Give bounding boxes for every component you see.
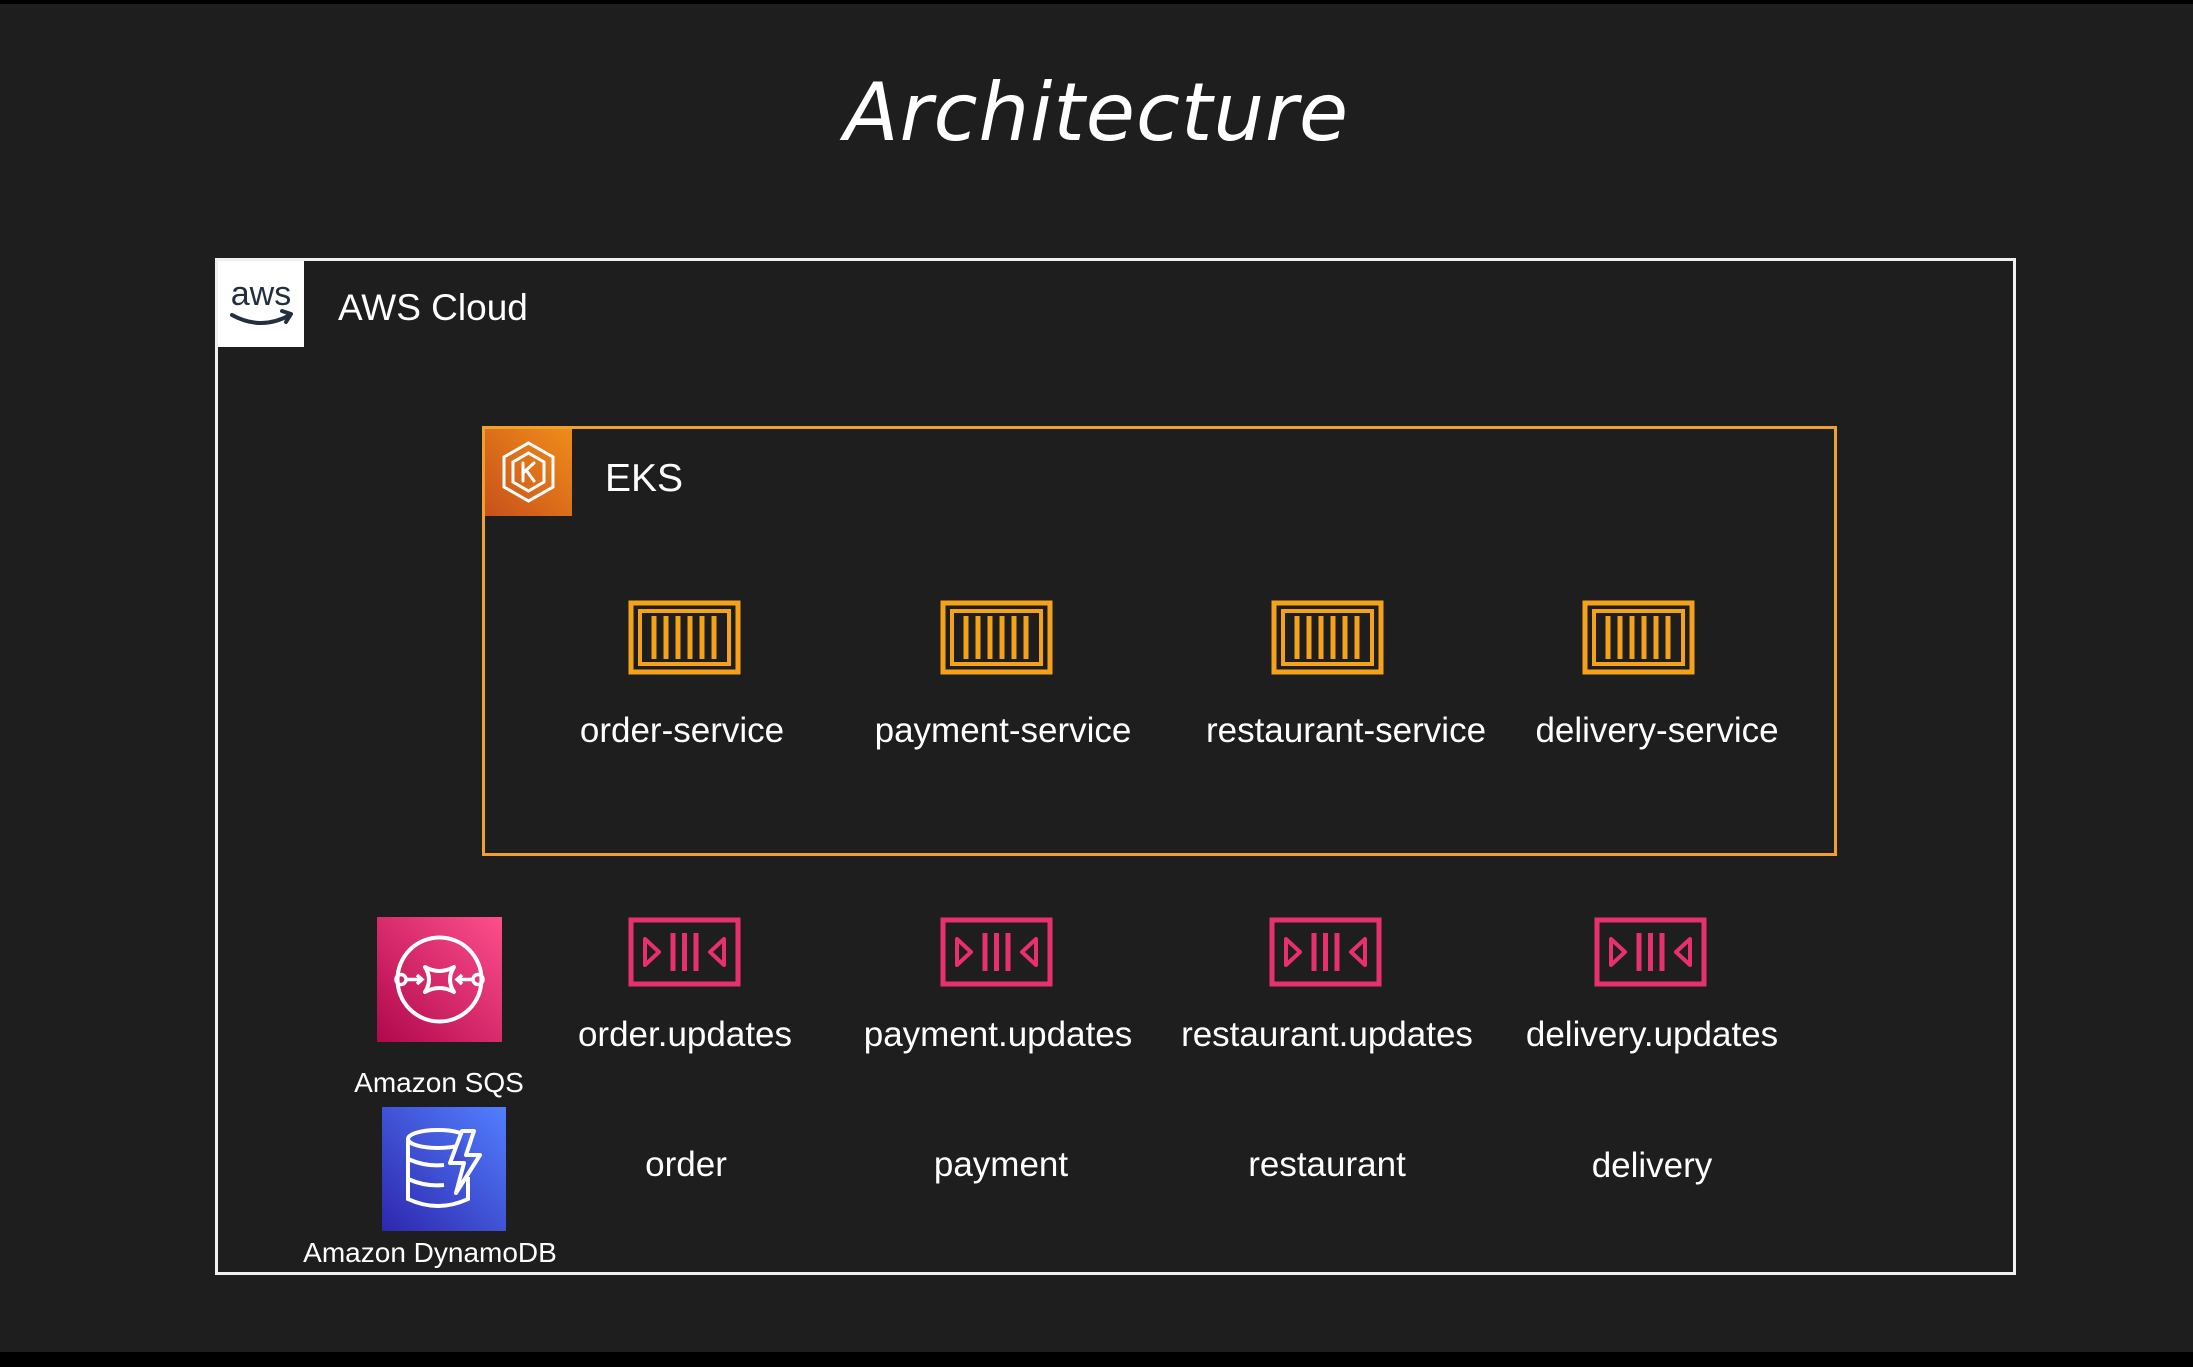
slide: Architecture aws AWS Cloud EKS — [0, 4, 2193, 1352]
amazon-dynamodb-icon — [382, 1107, 506, 1236]
order-service-container-icon — [628, 600, 741, 680]
aws-logo-text: aws — [231, 275, 291, 313]
order-service-label: order-service — [579, 711, 785, 750]
payment-updates-label: payment.updates — [863, 1015, 1133, 1054]
delivery-updates-queue-icon — [1594, 917, 1707, 992]
delivery-service-label: delivery-service — [1535, 711, 1779, 750]
restaurant-updates-label: restaurant.updates — [1181, 1015, 1473, 1054]
payment-updates-queue-icon — [940, 917, 1053, 992]
aws-cloud-group: aws AWS Cloud — [215, 258, 2016, 1275]
order-updates-queue-icon — [628, 917, 741, 992]
aws-logo-icon: aws — [218, 261, 304, 347]
amazon-sqs-icon — [377, 917, 502, 1047]
page-title: Architecture — [843, 66, 1350, 159]
restaurant-table-label: restaurant — [1248, 1145, 1406, 1184]
amazon-dynamodb-label: Amazon DynamoDB — [303, 1237, 557, 1268]
delivery-service-container-icon — [1582, 600, 1695, 680]
delivery-table-label: delivery — [1591, 1146, 1713, 1185]
restaurant-updates-queue-icon — [1269, 917, 1382, 992]
payment-service-label: payment-service — [874, 711, 1132, 750]
restaurant-service-label: restaurant-service — [1205, 711, 1487, 750]
delivery-updates-label: delivery.updates — [1525, 1015, 1779, 1054]
eks-label: EKS — [605, 457, 684, 500]
payment-table-label: payment — [933, 1145, 1069, 1184]
eks-icon — [485, 429, 572, 516]
aws-cloud-label: AWS Cloud — [338, 287, 528, 328]
eks-group: EKS — [482, 426, 1837, 856]
order-table-label: order — [645, 1145, 727, 1184]
restaurant-service-container-icon — [1271, 600, 1384, 680]
amazon-sqs-label: Amazon SQS — [354, 1067, 524, 1098]
order-updates-label: order.updates — [577, 1015, 793, 1054]
payment-service-container-icon — [940, 600, 1053, 680]
